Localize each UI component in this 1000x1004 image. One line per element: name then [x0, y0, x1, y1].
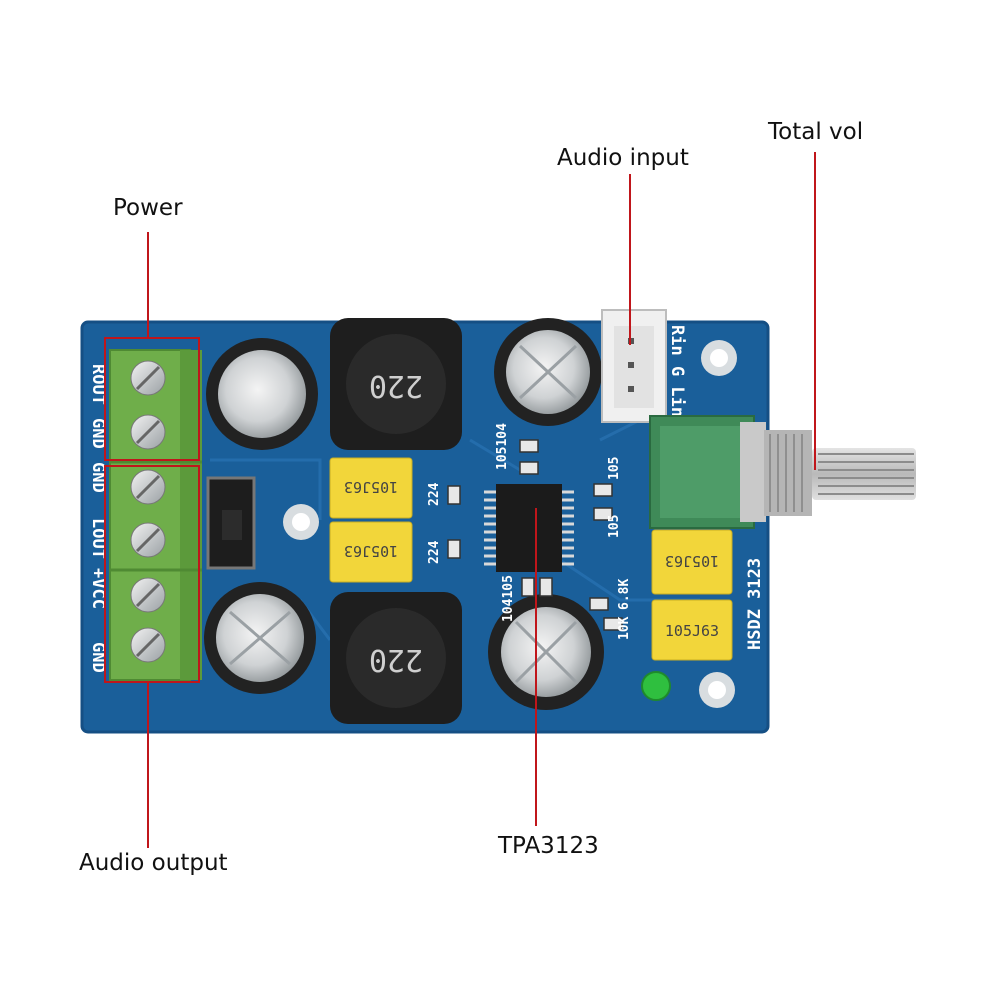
- inductor-bottom-label: 220: [369, 642, 423, 677]
- audio-output-callout-box: [104, 465, 200, 683]
- silk-105-a: 105: [607, 457, 622, 480]
- power-led: [641, 671, 671, 701]
- silk-gnd-2: GND: [88, 462, 108, 493]
- film-cap-2-label: 105J63: [344, 542, 398, 560]
- silk-gnd-3: GND: [88, 642, 108, 673]
- silk-104105: 104105: [501, 575, 516, 622]
- inductor-top-label: 220: [369, 368, 423, 403]
- film-capacitor-4: 105J63: [651, 599, 733, 661]
- screw-terminals: [130, 360, 166, 663]
- volume-potentiometer: [649, 415, 916, 529]
- silk-224-a: 224: [427, 482, 442, 506]
- electrolytic-capacitor-4: [488, 594, 604, 710]
- chip-label: TPA3123: [498, 833, 599, 859]
- audio-input-connector: [601, 309, 667, 423]
- terminal-block: [109, 349, 202, 681]
- film-cap-1-label: 105J63: [344, 478, 398, 496]
- film-cap-3-label: 105J63: [665, 552, 719, 570]
- silk-input-pins: Rin G Lin: [667, 325, 687, 417]
- smd-passives: [447, 439, 623, 631]
- film-capacitor-2: 105J63: [329, 521, 413, 583]
- silk-gnd-1: GND: [88, 418, 108, 449]
- volume-knob-shaft: [812, 448, 916, 500]
- electrolytic-capacitor-1: [206, 338, 318, 450]
- inductor-bottom: 220: [330, 592, 462, 724]
- silk-105104: 105104: [495, 423, 510, 470]
- film-capacitor-3: 105J63: [651, 529, 733, 595]
- audio-input-label: Audio input: [557, 145, 689, 171]
- silk-vcc: +VCC: [88, 568, 108, 609]
- film-cap-4-label: 105J63: [665, 622, 719, 640]
- audio-output-label: Audio output: [79, 850, 228, 876]
- callout-lines: [104, 152, 816, 848]
- tpa3123-chip: [484, 484, 574, 572]
- silk-model: HSDZ 3123: [745, 558, 765, 650]
- silk-rout: ROUT: [88, 364, 108, 405]
- electrolytic-capacitor-3: [494, 318, 602, 426]
- silk-lout: LOUT: [88, 518, 108, 559]
- silk-105-b: 105: [607, 515, 622, 538]
- power-label: Power: [113, 195, 183, 221]
- inductor-top: 220: [330, 318, 462, 450]
- silk-10k: 10K: [617, 616, 632, 640]
- total-vol-label: Total vol: [768, 119, 864, 145]
- silk-6-8k: 6.8K: [617, 579, 632, 610]
- silk-224-b: 224: [427, 540, 442, 564]
- power-callout-box: [104, 337, 200, 461]
- smd-component-black: [206, 476, 256, 570]
- mounting-holes: [283, 340, 737, 708]
- film-capacitor-1: 105J63: [329, 457, 413, 519]
- electrolytic-capacitor-2: [204, 582, 316, 694]
